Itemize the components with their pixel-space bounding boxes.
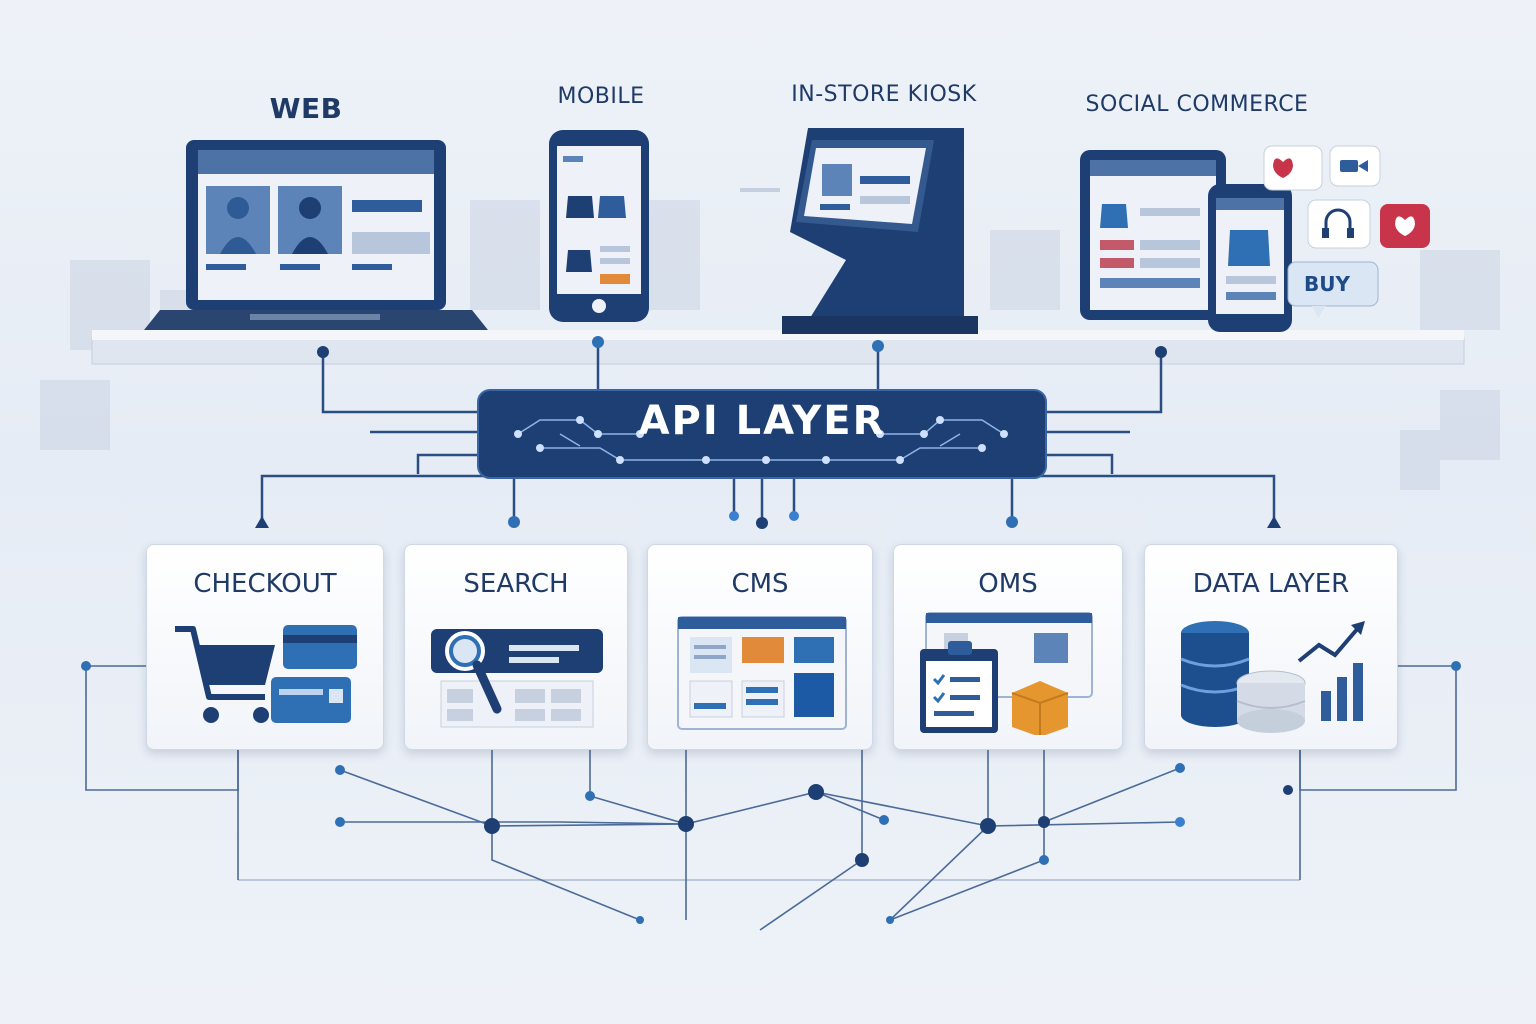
cms-icon [677, 616, 847, 730]
api-layer-title: API LAYER [638, 398, 886, 444]
buy-button-label: BUY [1304, 272, 1350, 296]
bus-terminals [255, 511, 1281, 529]
module-title-cms: CMS [731, 569, 789, 599]
service-bus [260, 474, 1276, 522]
module-title-data-layer: DATA LAYER [1192, 569, 1350, 599]
connector-dots [317, 336, 1167, 358]
module-card-checkout: CHECKOUT [146, 544, 384, 750]
kiosk-device [740, 128, 978, 334]
module-title-checkout: CHECKOUT [193, 569, 337, 599]
channel-label-mobile: MOBILE [557, 84, 645, 109]
channel-connectors [321, 340, 1163, 474]
social-bubbles [1263, 145, 1430, 318]
bar-chart-icon [1321, 691, 1331, 721]
cart-icon [175, 625, 357, 723]
search-icon [431, 629, 603, 728]
api-layer-banner [477, 389, 1047, 479]
module-card-oms: OMS [893, 544, 1123, 750]
laptop-device [144, 140, 488, 330]
heart-icon [1273, 158, 1293, 178]
channel-label-social: SOCIAL COMMERCE [1085, 92, 1309, 117]
module-card-search: SEARCH [404, 544, 628, 750]
network-nodes [81, 661, 1461, 924]
credit-card-icon [283, 625, 357, 669]
device-shelf [91, 330, 1465, 365]
headphones-icon [1324, 208, 1352, 232]
social-tablet-device [1080, 150, 1226, 320]
database-icon [1180, 621, 1365, 733]
video-icon [1340, 160, 1358, 172]
module-title-oms: OMS [978, 569, 1038, 599]
module-card-cms: CMS [647, 544, 873, 750]
channel-label-web: WEB [269, 92, 343, 125]
credit-card-icon-2 [271, 677, 351, 723]
module-card-data-layer: DATA LAYER [1144, 544, 1398, 750]
lower-network [85, 665, 1457, 931]
channel-label-kiosk: IN-STORE KIOSK [791, 82, 977, 107]
social-phone-device [1208, 184, 1292, 332]
oms-icon [920, 612, 1093, 735]
module-title-search: SEARCH [463, 569, 569, 599]
mobile-device [549, 130, 649, 322]
heart-filled-icon [1395, 216, 1415, 236]
